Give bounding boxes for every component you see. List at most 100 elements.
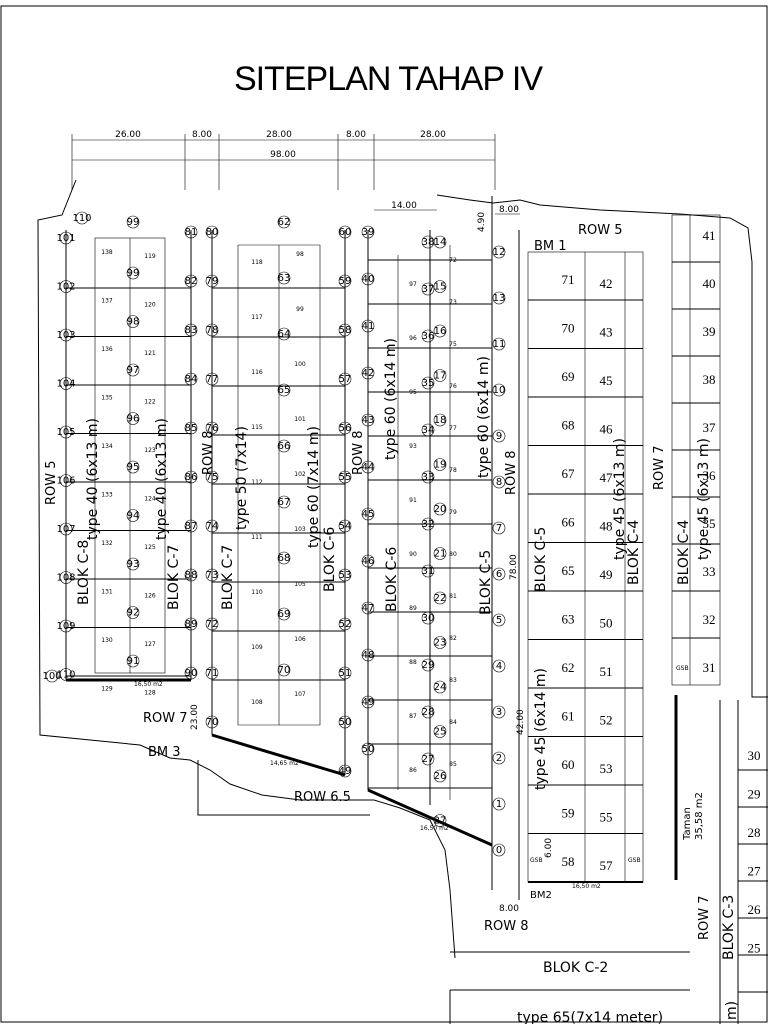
inner-c-marker-label: 35 (422, 378, 435, 389)
col3-marker-label: 77 (206, 374, 219, 385)
c8a-lot-number: 132 (101, 540, 113, 547)
c7r-lot-number: 103 (294, 526, 306, 533)
blok-c4b-label: BLOK C-4 (676, 520, 692, 585)
row8-b-label: ROW 8 (351, 430, 366, 475)
c8b-lot-number: 123 (144, 447, 156, 454)
col6-marker (433, 725, 447, 738)
gsb-label-2: GSB (628, 857, 641, 864)
row8-bottom-label: ROW 8 (484, 919, 529, 934)
col4-marker-label: 59 (339, 276, 352, 287)
inner-c-marker-label: 37 (422, 284, 435, 295)
bottom-marker-b (75, 211, 89, 225)
col2-marker-label: 84 (185, 374, 198, 385)
inner-c-marker (421, 658, 435, 672)
dim-28a: 28.00 (266, 130, 292, 140)
col2-marker-label: 87 (185, 521, 198, 532)
type-edge-label: m) (724, 1001, 740, 1020)
col6-marker-label: 17 (434, 371, 447, 382)
col2-marker-label: 82 (185, 276, 198, 287)
c6a-lot-number: 90 (409, 551, 417, 558)
c8a-lot-number: 130 (101, 637, 113, 644)
inner-b-marker-label: 64 (278, 329, 291, 340)
c7r-lot-number: 105 (294, 581, 306, 588)
type50-label: type 50 (7x14) (234, 426, 250, 530)
c4-lot-number: 33 (703, 564, 716, 579)
c8b-lot-number: 124 (144, 496, 156, 503)
col3-marker-label: 78 (206, 325, 219, 336)
inner-a-marker-label: 92 (127, 608, 140, 619)
col6-marker (433, 280, 447, 293)
col6-marker-label: 27 (434, 816, 447, 827)
col6-marker-label: 14 (434, 237, 447, 248)
dim-78: 78.00 (509, 554, 519, 580)
inner-c-marker-label: 36 (422, 331, 435, 342)
row7-left-label: ROW 7 (143, 711, 188, 726)
area-label-1: 16,50 m2 (134, 681, 163, 688)
inner-b-marker (277, 215, 291, 229)
blok-c7b-label: BLOK C-7 (220, 545, 236, 610)
col3-marker (205, 715, 219, 729)
col1-marker (59, 377, 73, 390)
col3-marker-label: 70 (206, 717, 219, 728)
inner-c-marker (421, 376, 435, 390)
bm3-label: BM 3 (148, 745, 181, 760)
col3-marker (205, 617, 219, 631)
row8-c-label: ROW 8 (504, 450, 519, 495)
col7-marker-label: 9 (496, 431, 502, 442)
gsb-label-3: GSB (676, 665, 689, 672)
col2-marker-label: 83 (185, 325, 198, 336)
col4-marker-label: 58 (339, 325, 352, 336)
block-c8-area (65, 230, 192, 682)
row65-label: ROW 6.5 (294, 790, 351, 805)
col1-marker-label: 107 (56, 524, 75, 535)
c5l-lot-number: 63 (562, 612, 575, 627)
inner-b-marker-label: 62 (278, 217, 291, 228)
row5-left-label: ROW 5 (44, 460, 59, 505)
inner-a-marker (126, 606, 140, 619)
dim-8b: 8.00 (346, 130, 366, 140)
c5l-lot-number: 62 (562, 660, 575, 675)
c5r-lot-number: 53 (600, 761, 613, 776)
col5-marker (361, 460, 375, 474)
col7-marker (492, 521, 506, 535)
col7-marker (492, 567, 506, 581)
col6-marker (433, 680, 447, 694)
col5-marker-label: 42 (362, 368, 375, 379)
col4-marker-label: 56 (339, 423, 352, 434)
dim-26: 26.00 (115, 130, 141, 140)
inner-b-marker-label: 68 (278, 553, 291, 564)
col4-marker-label: 52 (339, 619, 352, 630)
dim-8d: 8.00 (499, 904, 519, 914)
c6b-lot-number: 85 (449, 761, 457, 768)
col6-marker-label: 18 (434, 415, 447, 426)
c4-lot-number: 39 (703, 324, 716, 339)
col3-marker (205, 666, 219, 680)
inner-a-marker-label: 99 (127, 268, 140, 279)
c6a-lot-number: 89 (409, 605, 417, 612)
col4-marker (338, 274, 352, 288)
inner-b-marker-label: 67 (278, 497, 291, 508)
c6b-lot-number: 76 (449, 383, 457, 390)
col1-marker (59, 231, 73, 245)
col1-marker (59, 522, 73, 536)
col7-marker (492, 659, 506, 673)
col6-marker (433, 547, 447, 560)
c4-lot-number: 35 (703, 516, 716, 531)
inner-a-marker (126, 315, 140, 328)
col7-marker-label: 2 (496, 753, 502, 764)
c8b-lot-number: 120 (144, 302, 156, 309)
col3-marker-label: 73 (206, 570, 219, 581)
c6b-lot-number: 73 (449, 299, 457, 306)
type60b-label: type 60 (6x14 m) (383, 338, 399, 460)
col5-marker-label: 49 (362, 697, 375, 708)
col5-marker-label: 46 (362, 556, 375, 567)
col3-marker-label: 75 (206, 472, 219, 483)
block-c6-area (367, 230, 493, 847)
c5r-lot-number: 43 (600, 325, 613, 340)
col1-marker (59, 571, 73, 584)
c5l-lot-number: 70 (562, 321, 575, 336)
generated-lots: 1011021031041051061071081091108182838485… (42, 211, 768, 993)
col5-marker (361, 225, 375, 239)
bottom-marker-b-label: 110 (72, 213, 91, 224)
